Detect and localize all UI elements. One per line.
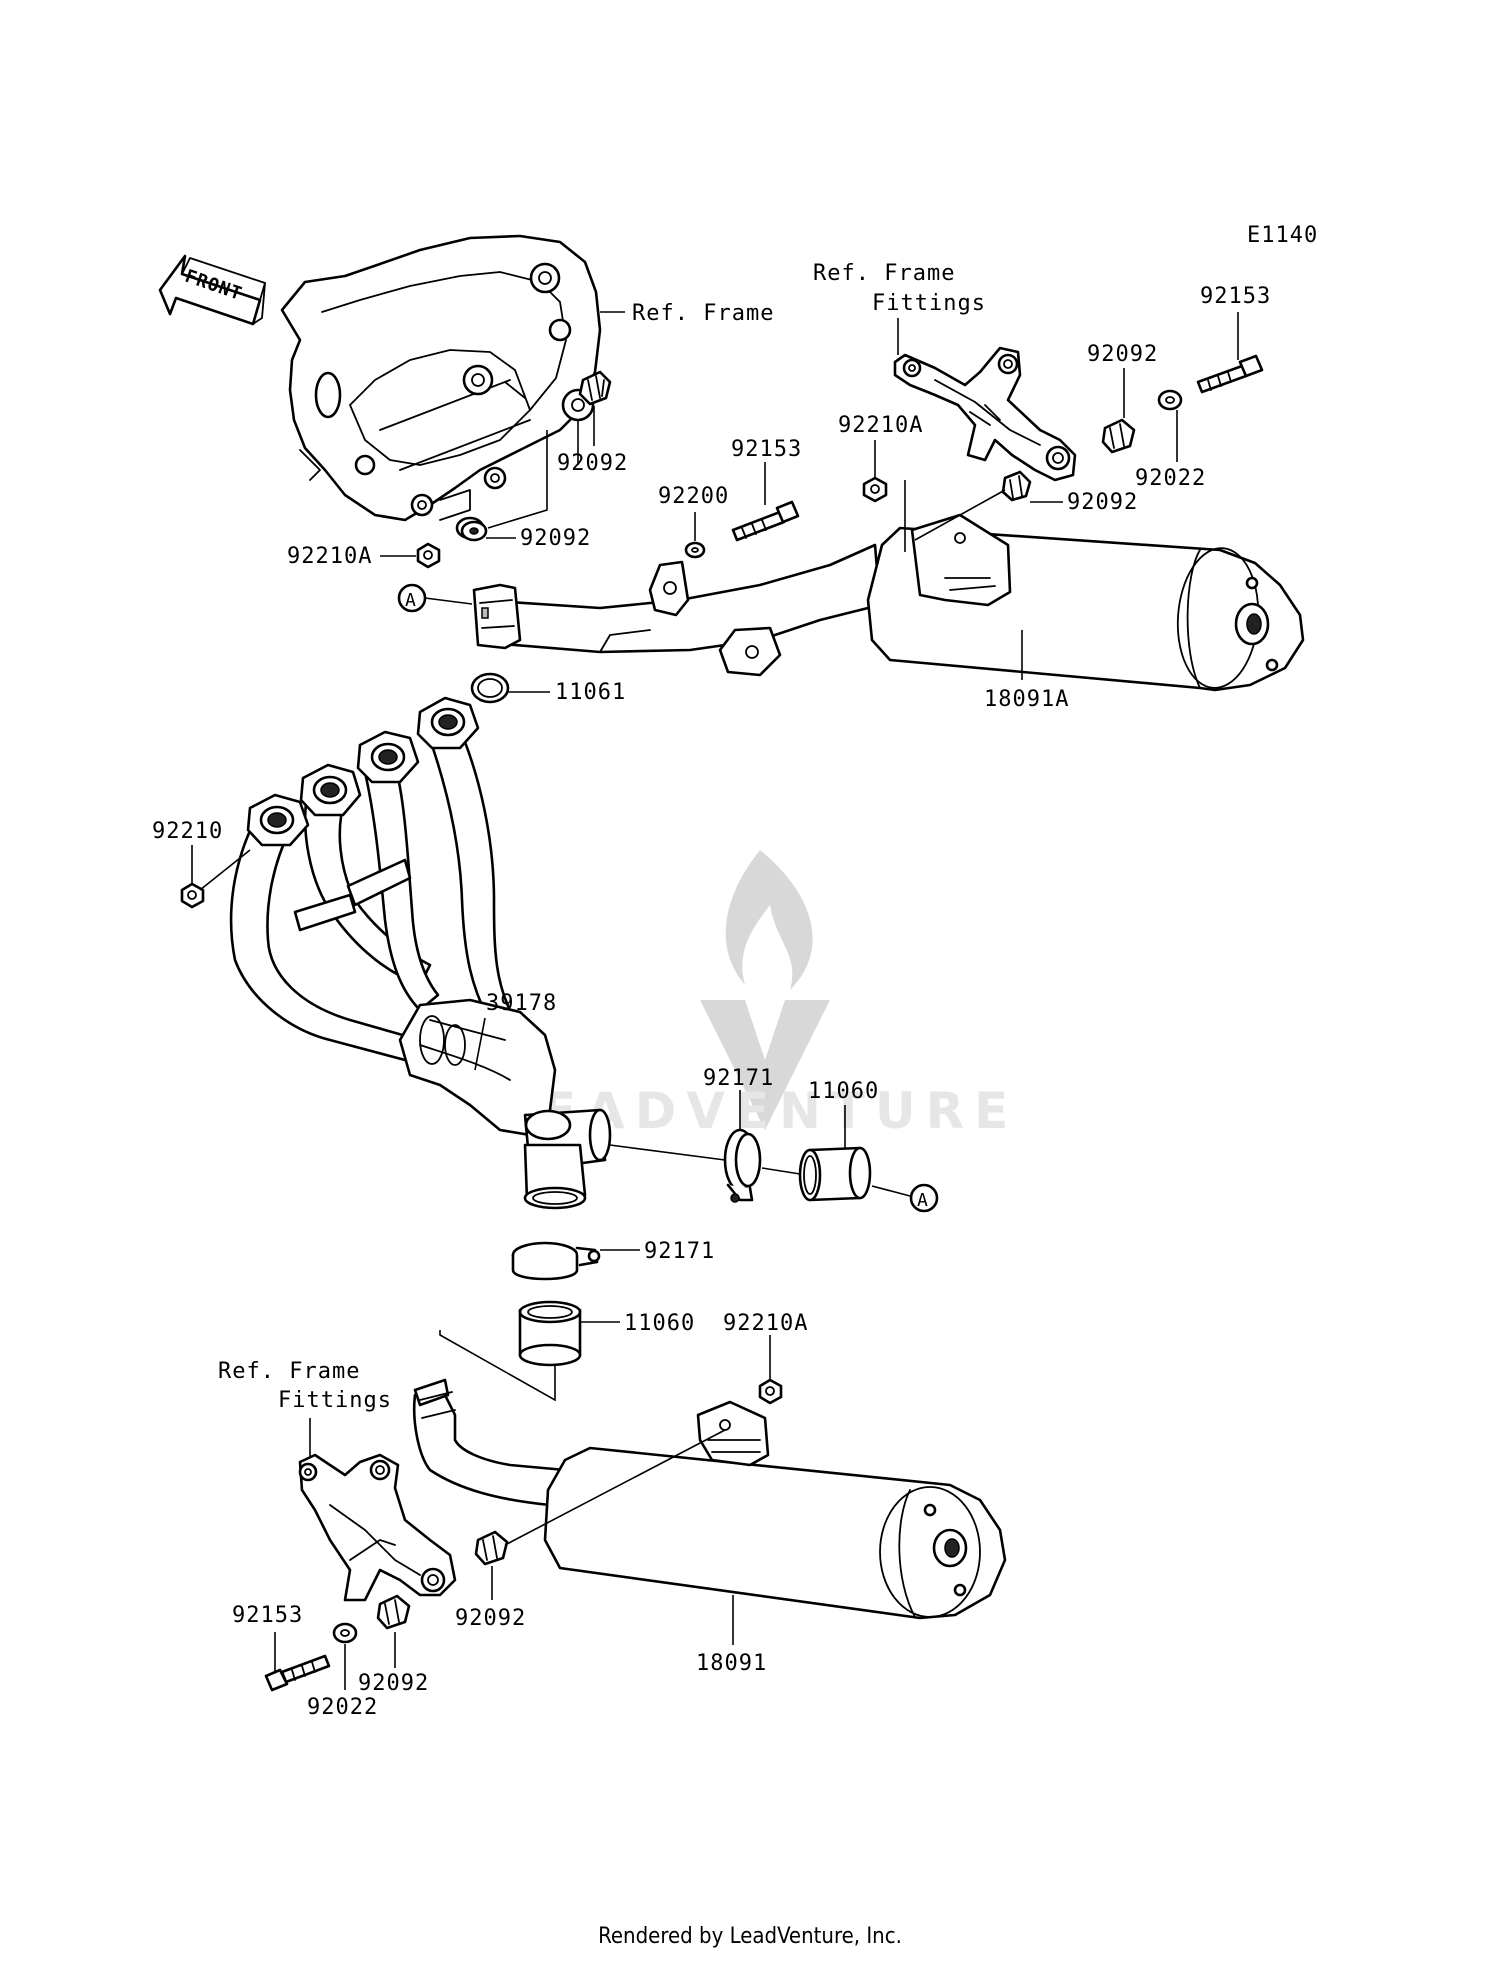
diagram-code: E1140 <box>1247 223 1318 248</box>
part-92171-center: 92171 <box>644 1239 715 1264</box>
bushing-92092-bottom-left <box>376 1594 411 1630</box>
part-92210A-frame: 92210A <box>287 544 372 569</box>
washer-92022-top-right <box>1157 389 1183 411</box>
front-arrow-icon: FRONT <box>158 254 266 326</box>
nut-92210A-bottom <box>758 1378 783 1405</box>
header-flange-1 <box>246 793 310 847</box>
bolt-92153-top-right <box>1196 354 1264 394</box>
clamp-92171-center <box>511 1241 601 1281</box>
svg-text:A: A <box>405 590 417 611</box>
clamp-92171-right <box>723 1128 762 1203</box>
part-92210A-top: 92210A <box>838 413 923 438</box>
header-flange-3 <box>356 730 420 784</box>
part-39178: 39178 <box>486 991 557 1016</box>
footpeg-bracket-bottom <box>298 1453 457 1602</box>
sleeve-11060-right <box>798 1146 872 1202</box>
part-92171-right: 92171 <box>703 1066 774 1091</box>
part-92200: 92200 <box>658 484 729 509</box>
svg-text:A: A <box>917 1190 929 1211</box>
part-92092-bottom-mid: 92092 <box>455 1606 526 1631</box>
bushing-92092-top-right <box>1101 418 1136 454</box>
part-92022-bottom: 92022 <box>307 1695 378 1720</box>
footer-credit: Rendered by LeadVenture, Inc. <box>598 1924 902 1949</box>
part-92210: 92210 <box>152 819 223 844</box>
exhaust-header-39178 <box>229 696 612 1210</box>
bushing-92092-frame-upper <box>578 370 612 406</box>
part-92092-frame-lower: 92092 <box>520 526 591 551</box>
callout-a-upper: A <box>397 583 427 613</box>
header-flange-2 <box>299 763 362 817</box>
part-92092-bottom-left: 92092 <box>358 1671 429 1696</box>
ref-fittings-label-bottom-2: Fittings <box>278 1388 392 1413</box>
part-92153-top-right: 92153 <box>1200 284 1271 309</box>
part-92153-top-mid: 92153 <box>731 437 802 462</box>
bushing-92092-muffler-right <box>1001 470 1032 502</box>
bolt-92153-top-mid <box>731 500 800 542</box>
part-92022-top-right: 92022 <box>1135 466 1206 491</box>
part-92092-top-right: 92092 <box>1087 342 1158 367</box>
ref-fittings-label-top-2: Fittings <box>872 291 986 316</box>
sleeve-11060-center <box>518 1300 582 1367</box>
frame-reference <box>280 234 602 522</box>
part-92092-muffler-right: 92092 <box>1067 490 1138 515</box>
part-92092-frame-upper: 92092 <box>557 451 628 476</box>
ref-frame-label: Ref. Frame <box>632 301 774 326</box>
header-flange-4 <box>416 696 480 750</box>
ref-fittings-label-top-1: Ref. Frame <box>813 261 955 286</box>
washer-92200 <box>684 541 706 559</box>
bushing-92092-frame-lower <box>455 516 488 542</box>
nut-92210 <box>180 882 205 909</box>
footpeg-bracket-top <box>893 346 1077 482</box>
gasket-11061 <box>470 672 510 704</box>
part-92210A-bottom: 92210A <box>723 1311 808 1336</box>
leadventure-watermark: LEADVENTURE <box>500 850 1008 1140</box>
ref-fittings-label-bottom-1: Ref. Frame <box>218 1359 360 1384</box>
part-11060-center: 11060 <box>624 1311 695 1336</box>
part-92153-bottom: 92153 <box>232 1603 303 1628</box>
part-18091: 18091 <box>696 1651 767 1676</box>
nut-92210A-frame <box>416 542 441 569</box>
bolt-92153-bottom <box>264 1654 331 1692</box>
part-18091A: 18091A <box>984 687 1069 712</box>
callout-a-lower: A <box>909 1183 939 1213</box>
washer-92022-bottom <box>332 1622 358 1644</box>
part-11061: 11061 <box>555 680 626 705</box>
muffler-18091A <box>472 513 1305 692</box>
nut-92210A-top <box>862 476 888 503</box>
muffler-18091 <box>413 1378 1007 1620</box>
bushing-92092-bottom-mid <box>474 1530 509 1566</box>
part-11060-right: 11060 <box>808 1079 879 1104</box>
